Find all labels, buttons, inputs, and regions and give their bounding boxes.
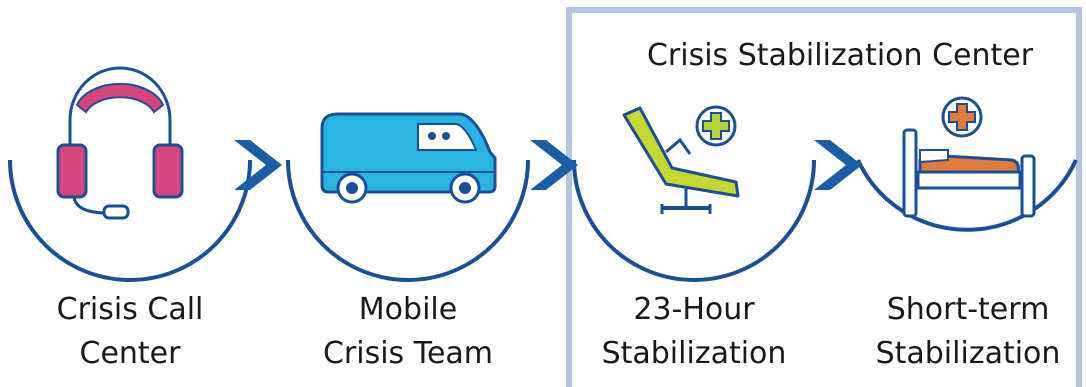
headset-icon	[56, 66, 184, 220]
step-label-line: 23-Hour	[633, 292, 755, 327]
step-label-23-hour-stabilization: 23-Hour Stabilization	[574, 288, 814, 376]
step-label-line: Crisis Call	[56, 292, 204, 327]
stabilization-center-panel	[566, 7, 1082, 387]
step-label-crisis-call-center: Crisis Call Center	[10, 288, 250, 376]
van-icon	[320, 112, 497, 204]
step-label-line: Crisis Team	[322, 336, 494, 371]
step-arc-2	[286, 159, 530, 282]
step-label-line: Stabilization	[875, 336, 1061, 371]
step-label-line: Center	[79, 336, 181, 371]
bed-icon	[902, 128, 1036, 218]
arrow-icon-1	[234, 140, 282, 190]
arrow-icon-2	[530, 140, 578, 190]
panel-title: Crisis Stabilization Center	[646, 38, 1034, 73]
recliner-chair-icon	[622, 106, 740, 214]
step-arc-1	[8, 159, 252, 282]
medical-plus-icon-chair	[695, 105, 737, 147]
step-label-short-term-stabilization: Short-term Stabilization	[848, 288, 1086, 376]
step-label-mobile-crisis-team: Mobile Crisis Team	[288, 288, 528, 376]
step-label-line: Short-term	[886, 292, 1050, 327]
arrow-icon-3	[814, 140, 862, 190]
step-arc-3	[572, 159, 816, 282]
step-arc-4	[856, 159, 1078, 232]
step-label-line: Mobile	[358, 292, 458, 327]
medical-plus-icon-bed	[941, 96, 983, 138]
step-label-line: Stabilization	[601, 336, 787, 371]
